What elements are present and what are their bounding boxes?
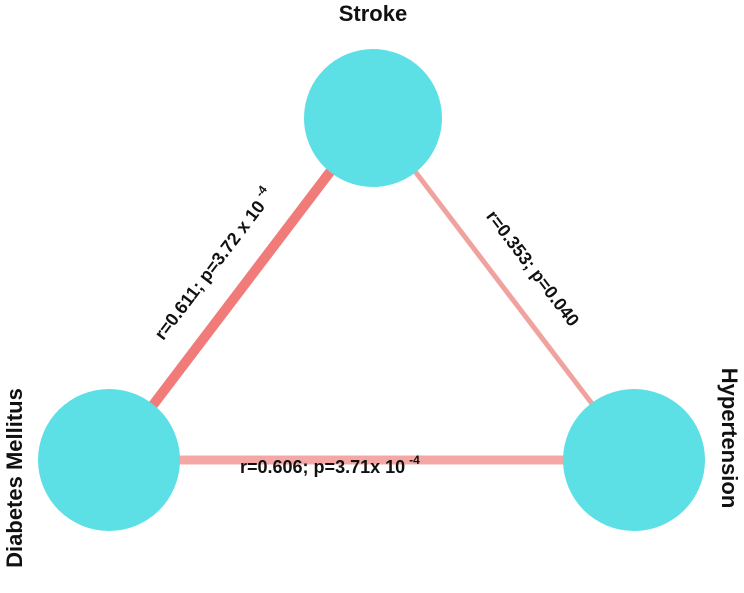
node-diabetes-mellitus [38, 389, 180, 531]
stroke-hypertension-stat: r=0.353; p=0.040 [482, 207, 583, 331]
diabetes-mellitus-label: Diabetes Mellitus [2, 388, 27, 568]
stroke-diabetes-exponent: -4 [252, 183, 270, 200]
edge-stroke-hypertension [412, 168, 595, 407]
node-hypertension [563, 389, 705, 531]
edge-label-diabetes-hypertension: r=0.606; p=3.71x 10 -4 [240, 453, 420, 477]
diabetes-hypertension-stat: r=0.606; p=3.71x 10 [240, 457, 405, 477]
edge-stroke-diabetes [146, 164, 337, 413]
node-stroke [304, 49, 442, 187]
edge-label-stroke-hypertension: r=0.353; p=0.040 [482, 207, 583, 331]
hypertension-label: Hypertension [717, 368, 742, 509]
stroke-label: Stroke [339, 1, 407, 26]
diabetes-hypertension-exponent: -4 [409, 453, 420, 467]
